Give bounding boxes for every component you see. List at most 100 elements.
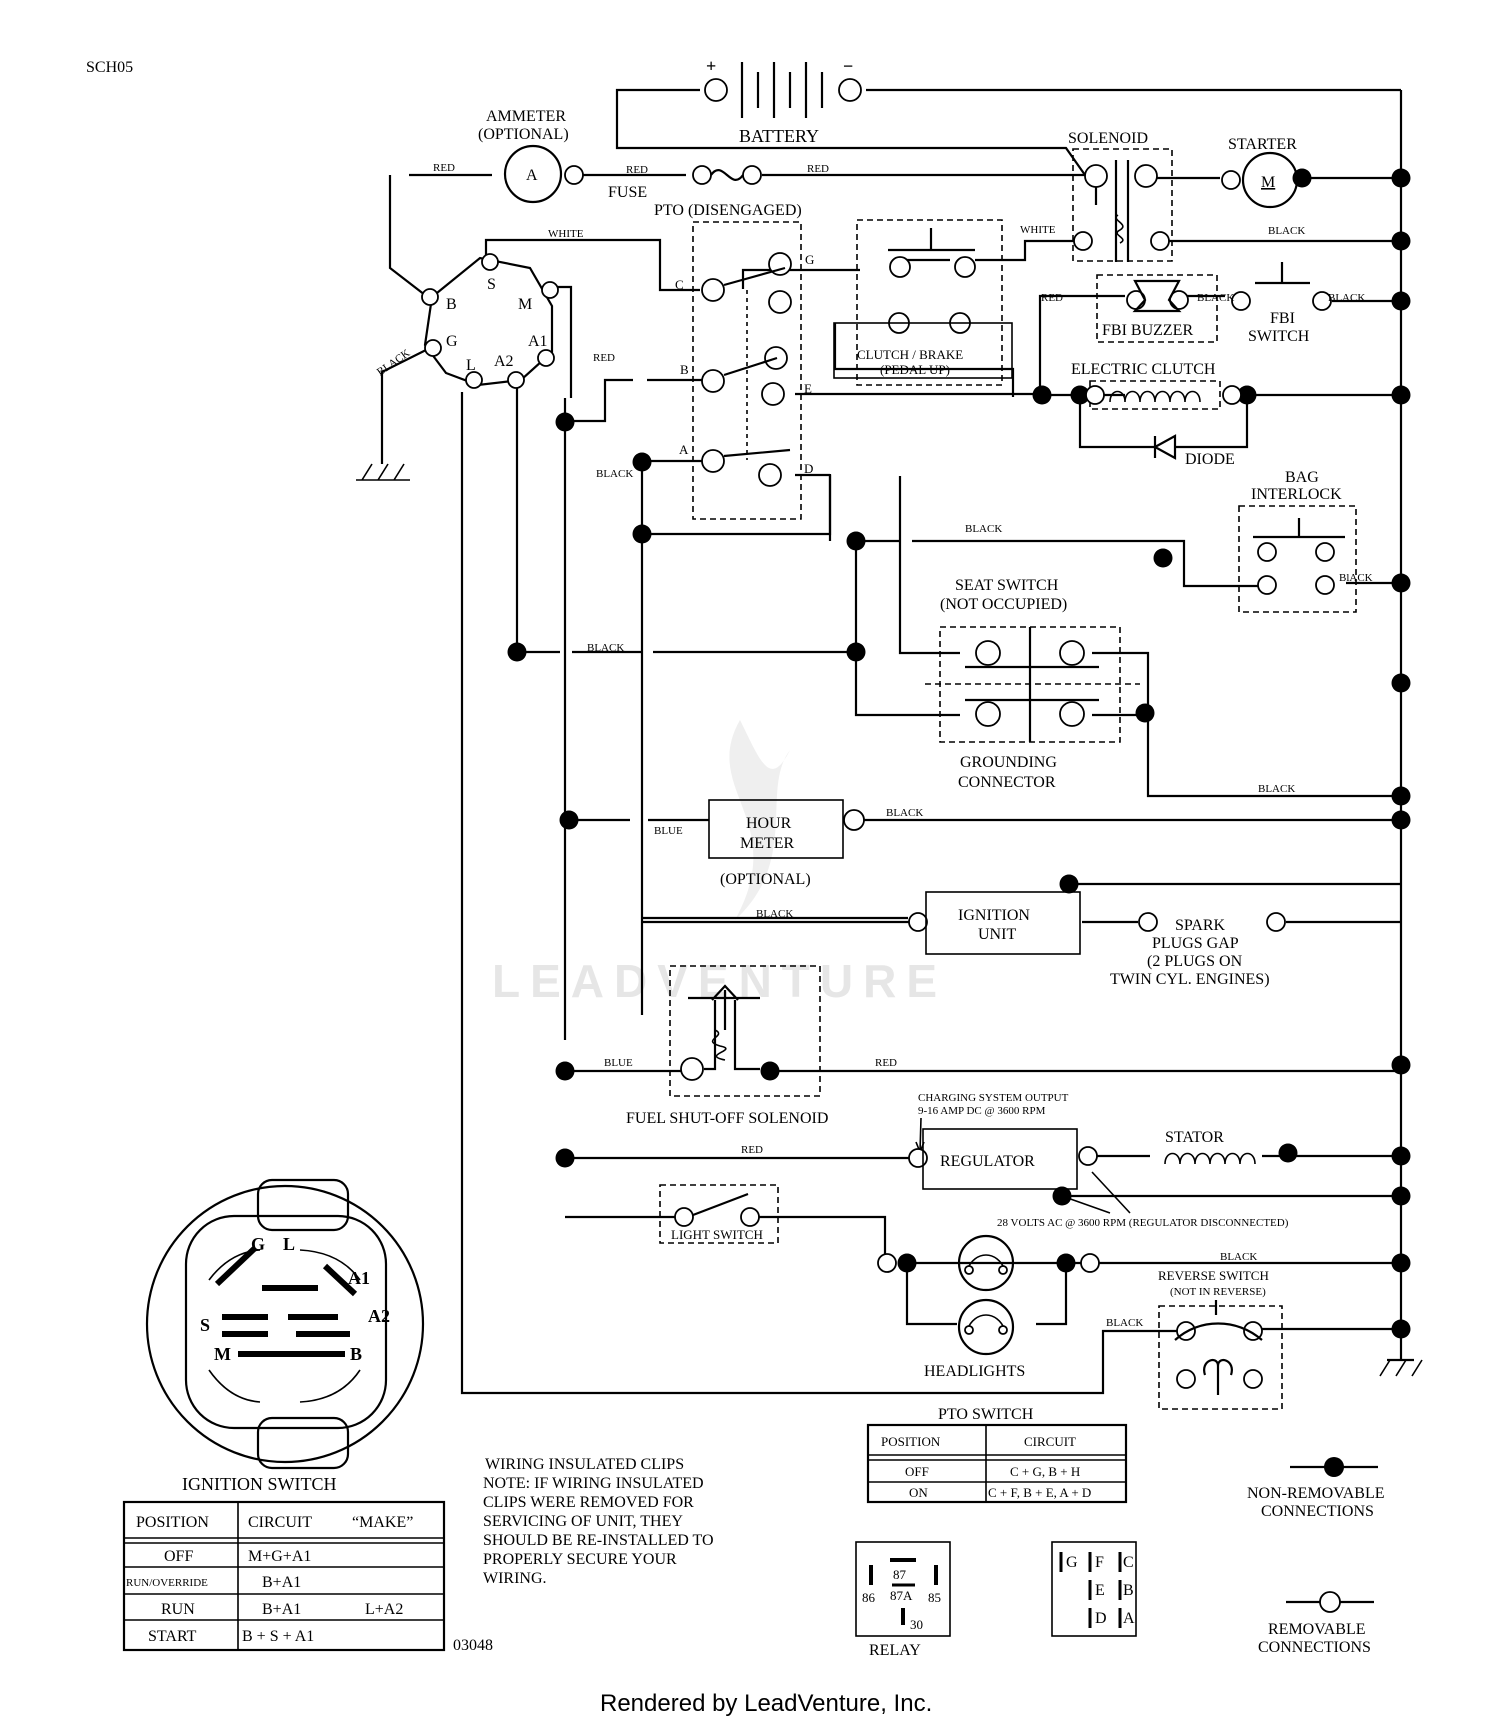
switch-face-l: L (283, 1234, 295, 1254)
ac-voltage-note: 28 VOLTS AC @ 3600 RPM (REGULATOR DISCON… (997, 1217, 1289, 1229)
ignition-unit-label: IGNITION (958, 907, 1030, 924)
document-code: SCH05 (86, 59, 133, 76)
fbi-buzzer: FBI BUZZER (1096, 274, 1218, 343)
ign-terminal-a1: A1 (528, 333, 548, 350)
wire-label-black: BLACK (1328, 292, 1365, 304)
wire-label-black: BLACK (1197, 292, 1234, 304)
part-number: 03048 (453, 1637, 493, 1654)
charging-output-line2: 9-16 AMP DC @ 3600 RPM (918, 1105, 1046, 1117)
relay-pin-85: 85 (928, 1590, 941, 1605)
fbi-buzzer-label: FBI BUZZER (1102, 322, 1193, 339)
solenoid: SOLENOID (1068, 130, 1173, 262)
solenoid-label: SOLENOID (1068, 130, 1148, 147)
note-line: SERVICING OF UNIT, THEY (483, 1513, 683, 1530)
wire-label-black: BLACK (886, 807, 923, 819)
watermark: LEADVENTURE (492, 955, 947, 1007)
pto-table-cell: C + F, B + E, A + D (988, 1485, 1091, 1500)
relay-pin-30: 30 (910, 1617, 923, 1632)
note-line: WIRING INSULATED CLIPS (485, 1456, 684, 1473)
pto-face-a: A (1123, 1610, 1135, 1627)
wire-label-blue: BLUE (604, 1057, 633, 1069)
starter: M STARTER (1221, 136, 1299, 209)
grounding-connector-label: GROUNDING CONNECTOR (958, 754, 1057, 791)
pto-face-e: E (1095, 1582, 1105, 1599)
switch-face-a1: A1 (348, 1268, 370, 1288)
fuel-solenoid-label: FUEL SHUT-OFF SOLENOID (626, 1110, 828, 1127)
ign-table-cell: RUN/OVERRIDE (126, 1577, 208, 1589)
pto-table-cell: C + G, B + H (1010, 1464, 1080, 1479)
junction-dots (507, 168, 1411, 1339)
ignition-switch-schematic: B S M G L A2 A1 (421, 253, 559, 389)
switch-face-a2: A2 (368, 1306, 390, 1326)
wire-color-labels: RED RED RED WHITE WHITE BLACK RED BLACK … (375, 162, 1373, 1329)
regulator: CHARGING SYSTEM OUTPUT 9-16 AMP DC @ 360… (908, 1092, 1098, 1190)
pto-face-d: D (1095, 1610, 1107, 1627)
legend: NON-REMOVABLE CONNECTIONS REMOVABLE CONN… (1247, 1457, 1384, 1656)
switch-face-b: B (350, 1344, 362, 1364)
switch-face-g: G (251, 1234, 265, 1254)
wire-label-white: WHITE (1020, 224, 1056, 236)
non-removable-connection-symbol (1324, 1457, 1344, 1477)
wire-label-red: RED (807, 163, 829, 175)
pto-terminal-e: E (804, 381, 812, 396)
wire-label-blue: BLUE (654, 825, 683, 837)
reverse-switch-label: REVERSE SWITCH (1158, 1268, 1269, 1283)
removable-connection-symbol (1319, 1591, 1341, 1613)
battery-label: BATTERY (739, 126, 819, 146)
ignition-unit-sub-label: UNIT (978, 926, 1016, 943)
wire-label-red: RED (593, 352, 615, 364)
ign-table-cell: START (148, 1628, 197, 1645)
wire-label-black: BLACK (375, 347, 412, 378)
ign-table-header-make: “MAKE” (352, 1514, 413, 1531)
wire-label-black: BlACK (1339, 572, 1373, 584)
relay-pin-87: 87 (893, 1567, 907, 1582)
ign-terminal-g: G (446, 333, 458, 350)
ammeter-symbol: A (526, 167, 538, 184)
pto-label: PTO (DISENGAGED) (654, 202, 802, 219)
wiring-note: WIRING INSULATED CLIPS NOTE: IF WIRING I… (483, 1456, 714, 1587)
fuse: FUSE (608, 165, 762, 201)
battery-plus-label: + (706, 56, 716, 76)
seat-switch-sub-label: (NOT OCCUPIED) (940, 596, 1067, 613)
wire-label-red: RED (741, 1144, 763, 1156)
hour-meter: HOUR METER (OPTIONAL) (708, 799, 865, 888)
light-switch-label: LIGHT SWITCH (671, 1227, 763, 1242)
pto-terminal-d: D (804, 461, 813, 476)
pto-terminal-c: C (675, 277, 684, 292)
reverse-switch-sub-label: (NOT IN REVERSE) (1170, 1286, 1266, 1298)
ign-terminal-m: M (518, 296, 532, 313)
battery-minus-label: − (843, 56, 853, 76)
ignition-switch-label: IGNITION SWITCH (182, 1474, 336, 1494)
note-line: CLIPS WERE REMOVED FOR (483, 1494, 694, 1511)
legend-non-removable-sub: CONNECTIONS (1261, 1503, 1374, 1520)
ign-table-cell: OFF (164, 1548, 193, 1565)
pto-face-b: B (1123, 1582, 1134, 1599)
pto-terminal-g: G (805, 252, 814, 267)
wire-label-white: WHITE (548, 228, 584, 240)
ign-table-cell: B+A1 (262, 1601, 301, 1618)
diode: DIODE (1152, 434, 1235, 468)
wire-label-red: RED (433, 162, 455, 174)
ammeter-label: AMMETER (486, 108, 566, 125)
fuse-label: FUSE (608, 184, 647, 201)
pto-terminal-a: A (679, 442, 689, 457)
spark-plugs-line1: SPARK (1175, 917, 1226, 934)
ignition-unit: IGNITION UNIT (908, 891, 1081, 955)
ign-terminal-b: B (446, 296, 457, 313)
ign-table-header-position: POSITION (136, 1514, 209, 1531)
bag-interlock-label: BAG (1285, 469, 1319, 486)
ign-table-header-circuit: CIRCUIT (248, 1514, 312, 1531)
legend-removable-sub: CONNECTIONS (1258, 1639, 1371, 1656)
wire-label-black: BLACK (596, 468, 633, 480)
spark-plugs: SPARK PLUGS GAP (2 PLUGS ON TWIN CYL. EN… (1110, 912, 1286, 988)
pto-table-header-circuit: CIRCUIT (1024, 1434, 1076, 1449)
hour-meter-label: HOUR (746, 815, 792, 832)
pto-table-header-position: POSITION (881, 1434, 941, 1449)
switch-face-m: M (214, 1344, 231, 1364)
wire-label-black: BLACK (756, 908, 793, 920)
wire-label-red: RED (1041, 292, 1063, 304)
regulator-label: REGULATOR (940, 1153, 1035, 1170)
switch-face-s: S (200, 1315, 210, 1335)
wire-label-black: BLACK (1268, 225, 1305, 237)
ign-table-cell: B + S + A1 (242, 1628, 314, 1645)
